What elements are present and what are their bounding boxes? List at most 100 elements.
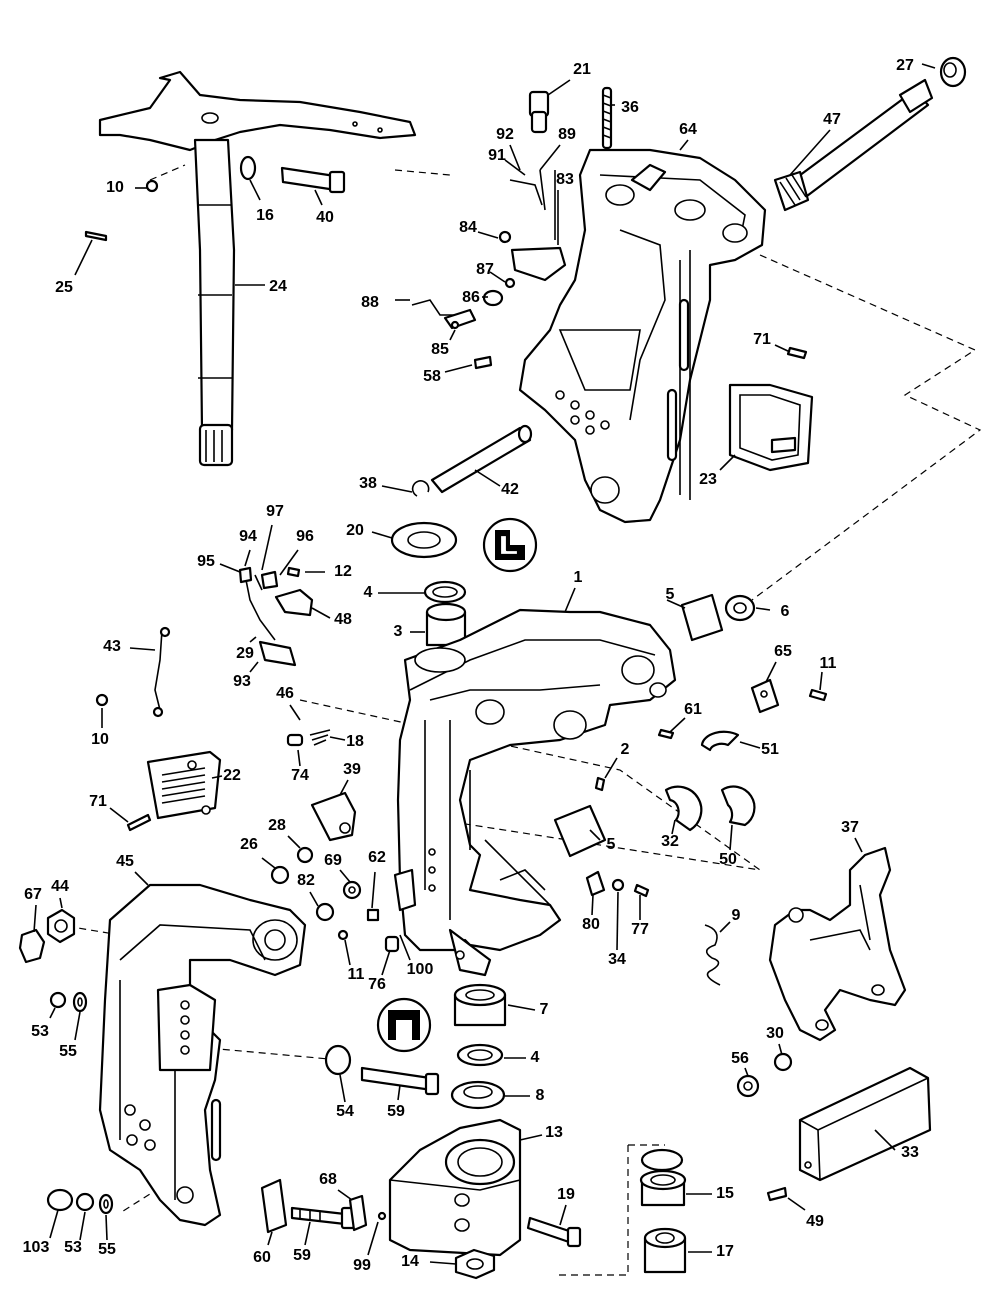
leader-line: [429, 1261, 457, 1265]
part-callout-94: 94: [239, 528, 257, 545]
part-callout-9: 9: [732, 907, 741, 924]
part-callout-4: 4: [531, 1049, 540, 1066]
part-callout-50: 50: [719, 851, 737, 868]
part-callout-27: 27: [896, 57, 914, 74]
part-callout-4: 4: [364, 584, 373, 601]
trim-sensor-group: [411, 86, 613, 370]
part-callout-6: 6: [781, 603, 790, 620]
lower-bushings-and-bolt: [360, 983, 507, 1110]
leader-line: [49, 1007, 56, 1019]
part-callout-14: 14: [401, 1253, 419, 1270]
part-callout-3: 3: [394, 623, 403, 640]
screw-71-upper: [786, 346, 808, 360]
part-callout-68: 68: [319, 1171, 337, 1188]
part-callout-61: 61: [684, 701, 702, 718]
tilt-tube: [773, 56, 967, 212]
part-callout-56: 56: [731, 1050, 749, 1067]
leader-line: [49, 1209, 59, 1239]
leader-line: [921, 63, 936, 69]
part-callout-67: 67: [24, 886, 42, 903]
bracket-plate: [728, 383, 814, 472]
bushings-15-17: [639, 1148, 687, 1274]
leader-line: [474, 469, 501, 487]
small-hardware-center-right: [585, 870, 650, 898]
leader-line: [314, 189, 323, 206]
part-callout-89: 89: [558, 126, 576, 143]
leader-line: [297, 749, 301, 767]
part-callout-97: 97: [266, 503, 284, 520]
part-callout-24: 24: [269, 278, 287, 295]
part-callout-12: 12: [334, 563, 352, 580]
pin-and-washers: [390, 424, 533, 559]
leader-line: [874, 1129, 896, 1151]
leader-line: [539, 144, 561, 171]
leader-line: [304, 1221, 311, 1246]
leader-line: [564, 587, 576, 613]
part-callout-80: 80: [582, 916, 600, 933]
part-callout-96: 96: [296, 528, 314, 545]
leader-line: [449, 329, 456, 341]
leader-line: [489, 271, 506, 283]
leader-line: [339, 869, 351, 883]
part-callout-84: 84: [459, 219, 477, 236]
lower-left-hardware: [260, 1178, 387, 1234]
part-callout-17: 17: [716, 1243, 734, 1260]
part-callout-39: 39: [343, 761, 361, 778]
swivel-bracket: [518, 148, 767, 524]
leader-line: [371, 531, 393, 539]
leader-line: [339, 779, 349, 796]
part-callout-18: 18: [346, 733, 364, 750]
trail-lock-lever: [768, 846, 907, 1042]
part-callout-28: 28: [268, 817, 286, 834]
leader-line: [33, 904, 37, 933]
part-callout-20: 20: [346, 522, 364, 539]
part-callout-103: 103: [23, 1239, 50, 1256]
leader-line: [74, 1011, 81, 1041]
leader-line: [787, 1197, 806, 1211]
leader-line: [211, 775, 223, 779]
wiring-harness: [95, 566, 314, 718]
leader-line: [381, 485, 413, 493]
part-callout-92: 92: [496, 126, 514, 143]
leader-line: [591, 894, 594, 916]
small-clips-right: [594, 678, 828, 832]
part-callout-19: 19: [557, 1186, 575, 1203]
part-callout-91: 91: [488, 147, 506, 164]
leader-line: [337, 1189, 353, 1201]
part-callout-58: 58: [423, 368, 441, 385]
part-callout-30: 30: [766, 1025, 784, 1042]
part-callout-71: 71: [89, 793, 107, 810]
leader-line: [666, 599, 686, 609]
part-callout-33: 33: [901, 1144, 919, 1161]
part-callout-49: 49: [806, 1213, 824, 1230]
block-and-screws-right: [736, 1052, 932, 1202]
leader-line: [444, 364, 473, 373]
part-callout-93: 93: [233, 673, 251, 690]
leader-line: [669, 717, 686, 733]
part-callout-86: 86: [462, 289, 480, 306]
leader-line: [289, 704, 301, 721]
leader-lines: [33, 63, 936, 1265]
leader-line: [819, 671, 823, 691]
part-callout-46: 46: [276, 685, 294, 702]
part-callout-11: 11: [820, 655, 837, 672]
part-callout-15: 15: [716, 1185, 734, 1202]
leader-line: [249, 661, 259, 673]
leader-line: [219, 563, 241, 573]
leader-line: [79, 1211, 86, 1241]
leader-line: [129, 647, 156, 651]
leader-line: [309, 891, 319, 907]
part-callout-23: 23: [699, 471, 717, 488]
part-callout-1: 1: [574, 569, 583, 586]
part-callout-51: 51: [761, 741, 779, 758]
part-callout-74: 74: [291, 767, 309, 784]
part-callout-36: 36: [621, 99, 639, 116]
washers-left: [46, 991, 352, 1215]
part-callout-8: 8: [536, 1087, 545, 1104]
leader-line: [287, 835, 301, 849]
lower-bolt-nut: [454, 1216, 582, 1280]
part-callout-88: 88: [361, 294, 379, 311]
leader-line: [589, 829, 601, 841]
leader-line: [267, 1231, 273, 1246]
part-callout-82: 82: [297, 872, 315, 889]
